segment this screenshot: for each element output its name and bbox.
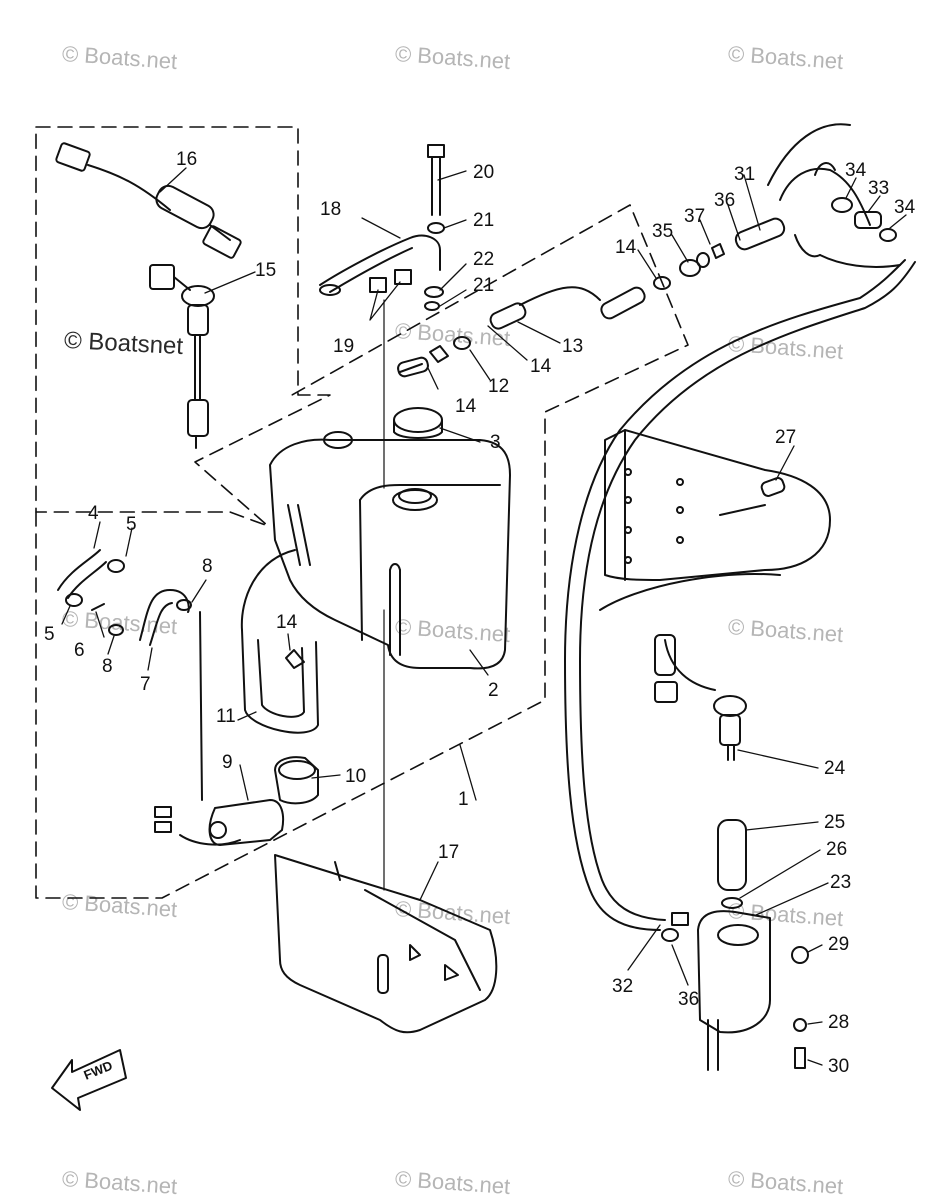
fwd-label: FWD — [82, 1058, 115, 1083]
fuel-hose — [564, 259, 906, 931]
fuel-sender — [149, 264, 215, 449]
callout-15: 15 — [255, 260, 276, 281]
fwd-arrow-icon — [51, 1049, 127, 1111]
callout-11: 11 — [216, 706, 236, 727]
callout-13: 13 — [562, 336, 583, 357]
callout-1: 1 — [458, 789, 469, 810]
fittings — [653, 197, 897, 290]
filter-cap — [274, 756, 319, 805]
bolt — [427, 144, 445, 216]
assembly-boundary-lower — [35, 204, 689, 899]
wiring-harness — [55, 142, 242, 259]
callout-31: 31 — [734, 164, 755, 185]
callout-32: 32 — [612, 976, 633, 997]
fuel-filter — [654, 634, 809, 1071]
callout-9: 9 — [222, 752, 233, 773]
callout-4: 4 — [88, 503, 99, 524]
callout-20: 20 — [473, 162, 494, 183]
callout-24: 24 — [824, 758, 846, 779]
callout-12: 12 — [488, 376, 509, 397]
washer — [424, 301, 440, 311]
callout-5: 5 — [44, 624, 55, 645]
tank-cap — [393, 407, 443, 439]
callout-34: 34 — [894, 197, 916, 218]
callout-22: 22 — [473, 249, 494, 270]
callout-21: 21 — [473, 210, 494, 231]
engine-cowl — [767, 123, 901, 268]
callout-10: 10 — [345, 766, 366, 787]
callout-30: 30 — [828, 1056, 849, 1077]
callout-19: 19 — [333, 336, 354, 357]
callout-29: 29 — [828, 934, 849, 955]
fuel-tank — [269, 431, 511, 670]
callout-14: 14 — [530, 356, 552, 377]
callout-leaders — [61, 167, 907, 1066]
callout-2: 2 — [488, 680, 499, 701]
callout-36: 36 — [714, 190, 735, 211]
assembly-boundary — [35, 126, 331, 527]
callout-33: 33 — [868, 178, 889, 199]
callout-16: 16 — [176, 149, 197, 170]
callout-6: 6 — [74, 640, 85, 661]
callout-37: 37 — [684, 206, 705, 227]
fuel-hose — [579, 261, 916, 921]
mounting-tray — [274, 854, 498, 1034]
callout-18: 18 — [320, 199, 341, 220]
callout-35: 35 — [652, 221, 673, 242]
callout-26: 26 — [826, 839, 847, 860]
washer — [424, 286, 444, 298]
callout-23: 23 — [830, 872, 851, 893]
engine-block — [599, 429, 831, 611]
callout-34: 34 — [845, 160, 867, 181]
callout-7: 7 — [140, 674, 151, 695]
breather-hose — [397, 286, 646, 378]
callout-5: 5 — [126, 514, 137, 535]
callout-8: 8 — [202, 556, 213, 577]
callout-28: 28 — [828, 1012, 849, 1033]
callout-14: 14 — [615, 237, 637, 258]
fuel-pump — [154, 611, 285, 846]
washer — [427, 222, 445, 234]
callout-21: 21 — [473, 275, 494, 296]
hoses — [57, 549, 319, 734]
callout-3: 3 — [490, 432, 501, 453]
callout-14: 14 — [276, 612, 298, 633]
callout-27: 27 — [775, 427, 796, 448]
tank-bracket — [319, 234, 441, 296]
callout-25: 25 — [824, 812, 845, 833]
callout-36: 36 — [678, 989, 699, 1010]
callout-17: 17 — [438, 842, 459, 863]
callout-14: 14 — [455, 396, 477, 417]
callout-8: 8 — [102, 656, 113, 677]
